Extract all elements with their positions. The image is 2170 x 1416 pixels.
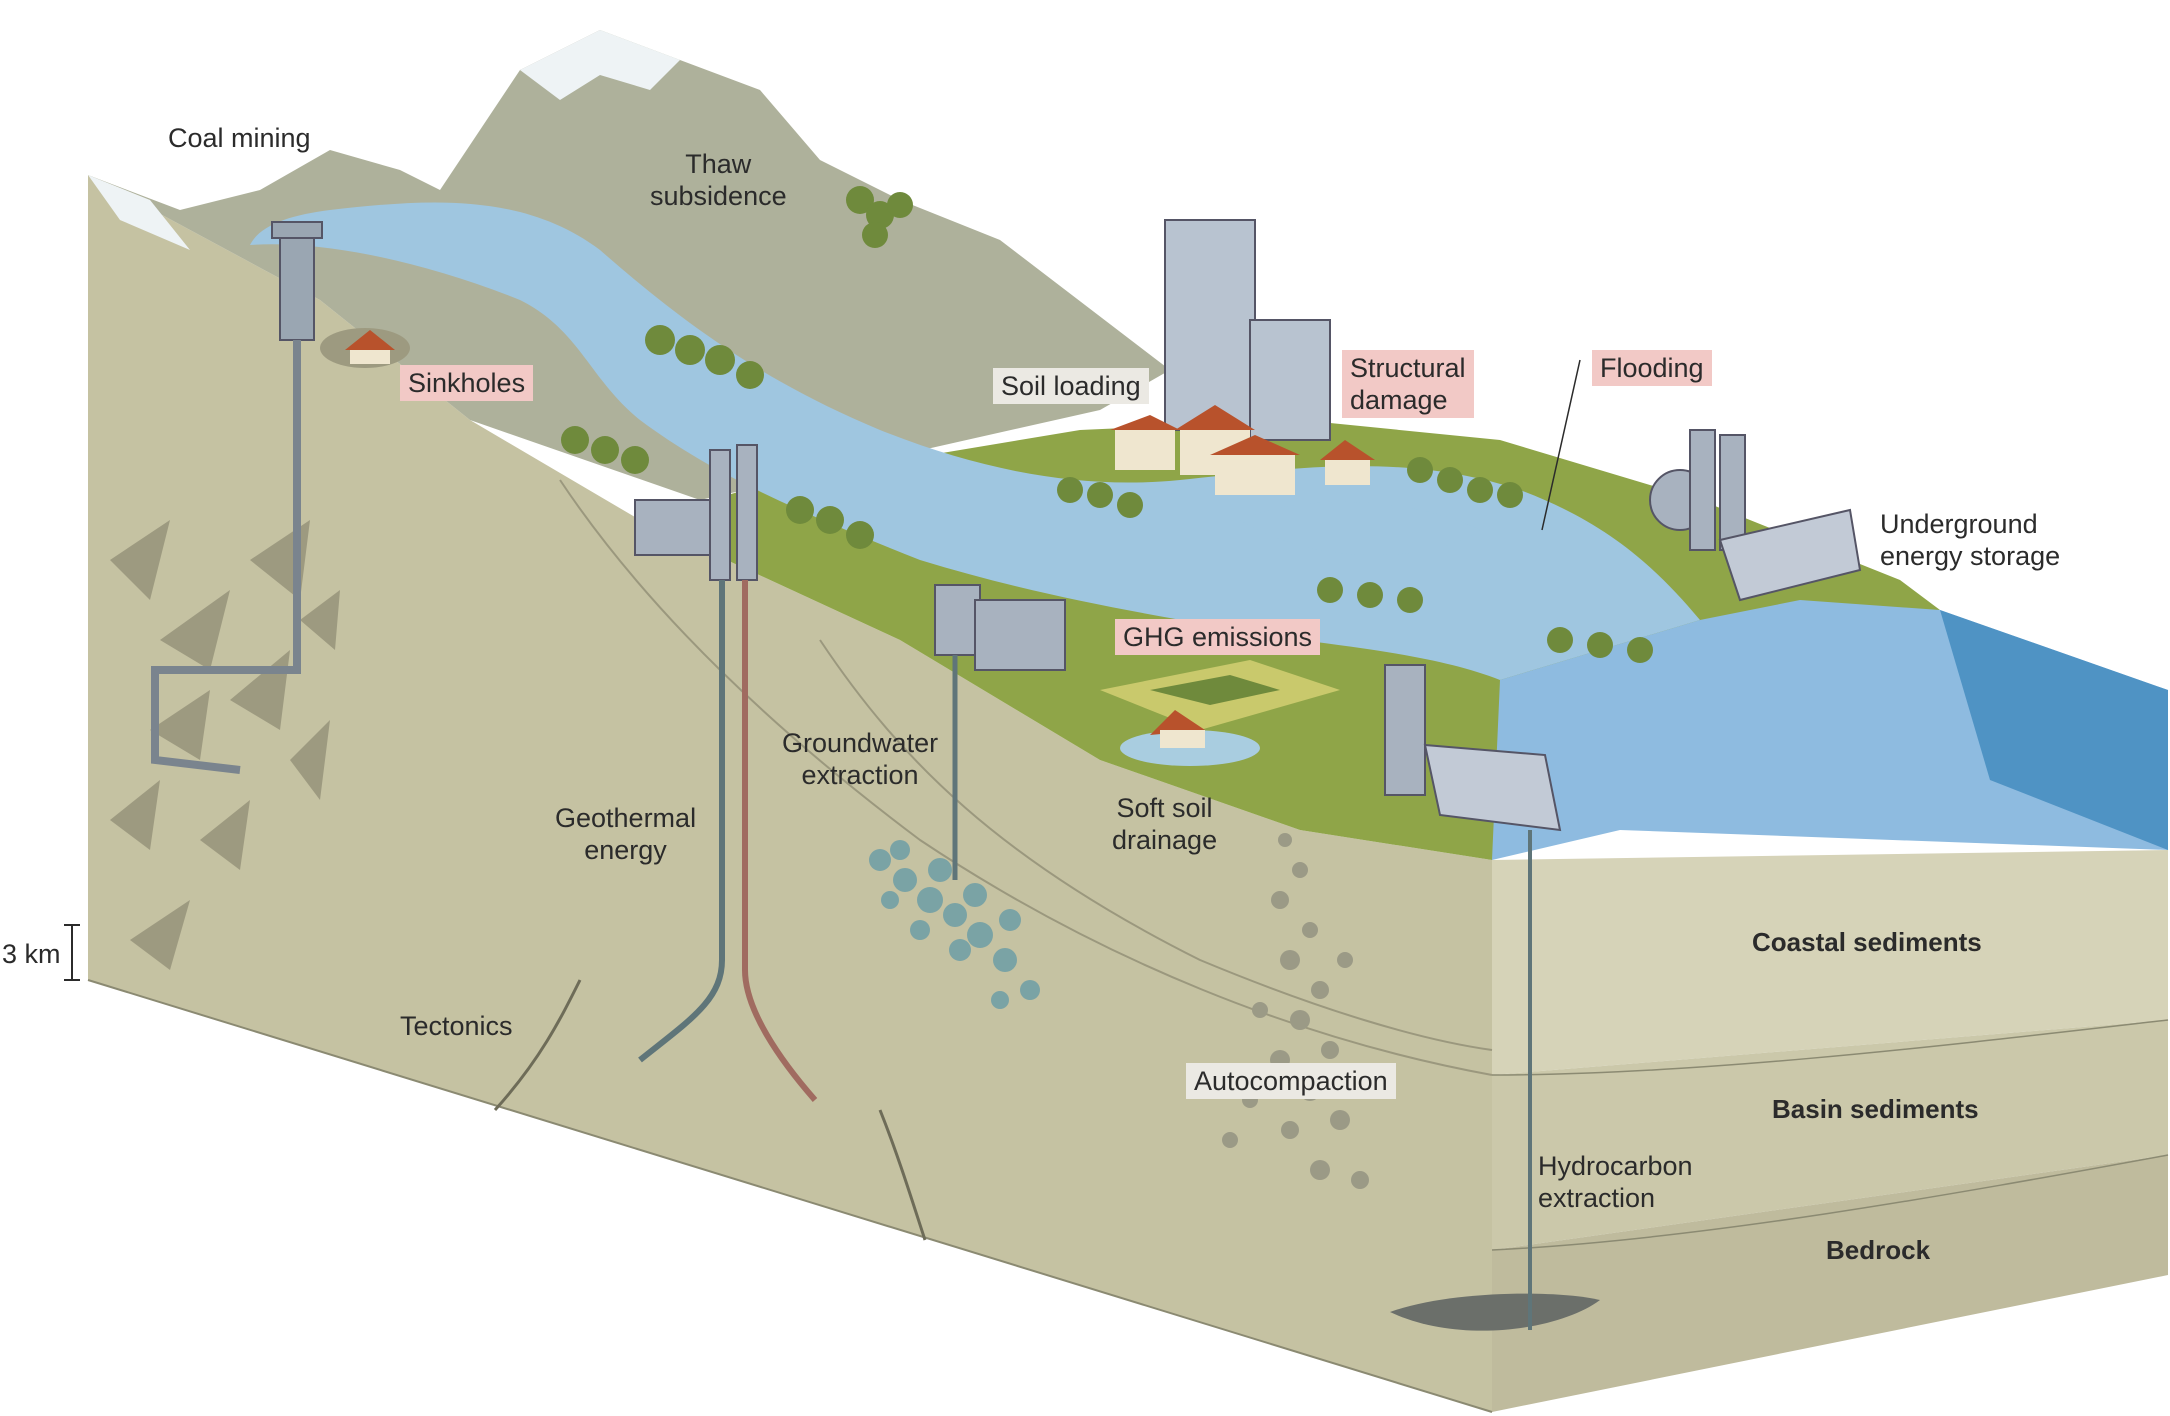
energy-storage-plant xyxy=(1649,429,1862,602)
label-coal-mining: Coal mining xyxy=(168,123,311,153)
river xyxy=(250,202,1700,680)
right-face xyxy=(1491,850,2169,1412)
label-tectonics: Tectonics xyxy=(400,1011,513,1041)
label-bedrock: Bedrock xyxy=(1826,1235,1931,1265)
label-thaw-subsidence: Thaw subsidence xyxy=(650,149,787,211)
label-soft-soil-drainage: Soft soil drainage xyxy=(1112,793,1218,855)
hydrocarbon-plant xyxy=(1384,664,1562,1330)
label-soil-loading: Soil loading xyxy=(993,368,1149,404)
peat-fields xyxy=(1100,660,1340,730)
label-sinkholes: Sinkholes xyxy=(400,365,534,401)
flooding-leader xyxy=(1541,359,1581,531)
coastal-sediments-layer xyxy=(1492,850,2168,1075)
basin-sediments-layer xyxy=(1492,1020,2168,1250)
label-autocompaction: Autocompaction xyxy=(1186,1063,1396,1099)
groundwater-plant xyxy=(934,584,1066,880)
label-coastal-sediments: Coastal sediments xyxy=(1752,927,1982,957)
scale-bar xyxy=(64,924,80,981)
snow-cap xyxy=(520,30,680,100)
label-underground-energy-storage: Underground energy storage xyxy=(1880,509,2061,571)
soft-soil-house xyxy=(1120,710,1260,766)
label-hydrocarbon-extraction: Hydrocarbon extraction xyxy=(1538,1151,1693,1213)
label-ghg-emissions: GHG emissions xyxy=(1115,619,1321,655)
vegetation xyxy=(561,186,1653,663)
geothermal-plant xyxy=(634,444,818,1102)
bedrock-layer xyxy=(1492,1155,2168,1412)
mountains xyxy=(88,30,1170,500)
front-face xyxy=(87,175,1600,1413)
city xyxy=(1110,219,1375,495)
label-structural-damage: Structural damage xyxy=(1342,350,1474,418)
aquifer xyxy=(869,840,1040,1009)
sinkhole-house xyxy=(320,328,410,368)
fault-line xyxy=(493,979,582,1112)
label-scale: 3 km xyxy=(2,939,61,969)
label-geothermal-energy: Geothermal energy xyxy=(555,803,697,865)
sea xyxy=(1492,600,2168,860)
label-groundwater-extraction: Groundwater extraction xyxy=(782,728,939,790)
label-flooding: Flooding xyxy=(1592,350,1712,386)
hydrocarbon-reservoir xyxy=(1390,1293,1600,1331)
label-basin-sediments: Basin sediments xyxy=(1772,1094,1979,1124)
coal-mine-tower xyxy=(151,221,323,774)
